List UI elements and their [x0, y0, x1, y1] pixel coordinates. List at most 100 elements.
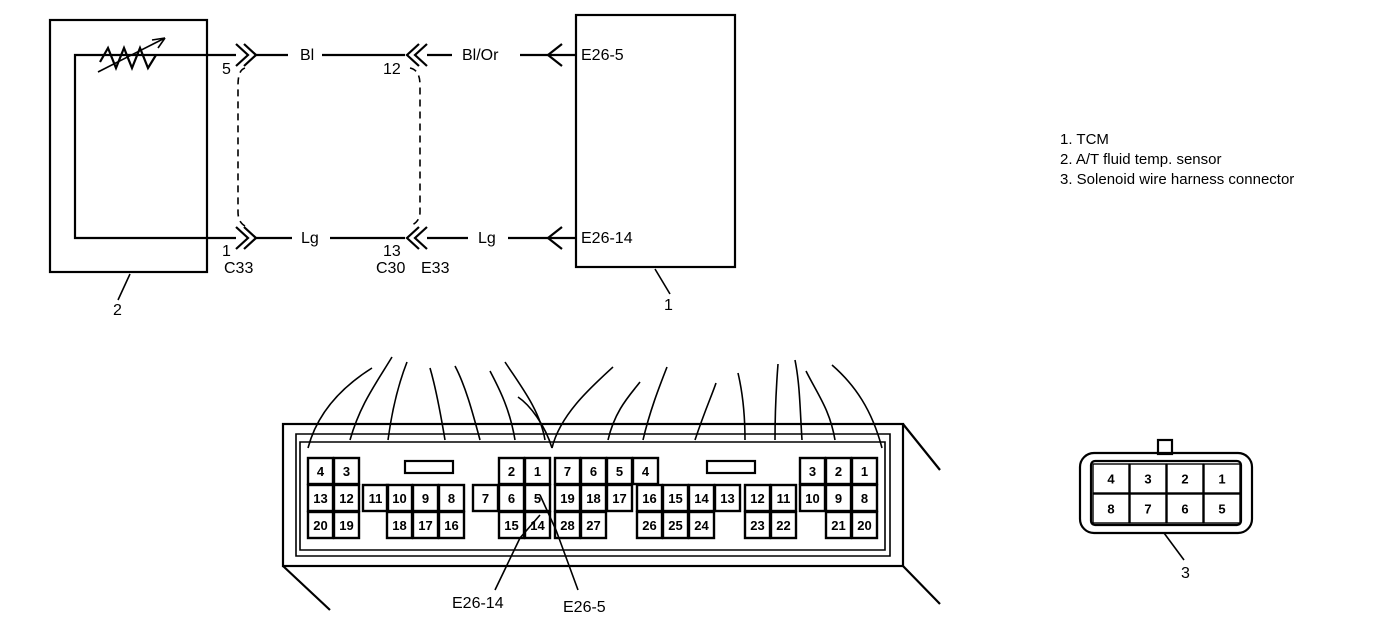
legend-item-3: 3. Solenoid wire harness connector: [1060, 171, 1294, 188]
top-wire-sensor-pin: 5: [222, 61, 231, 78]
connector-cell: [332, 510, 361, 540]
connector-c33-pin1-icon: [235, 226, 258, 250]
connector-pin-number: 20: [313, 518, 327, 533]
connector-latch-right: [705, 459, 757, 475]
connector-pin-number: 27: [586, 518, 600, 533]
connector-pin-number: 6: [1181, 502, 1188, 517]
connector-pin-number: 18: [586, 491, 600, 506]
connector-pin-number: 21: [831, 518, 845, 533]
connector-pin-number: 20: [857, 518, 871, 533]
connector-cell: [1092, 463, 1130, 494]
connector-pin-number: 9: [422, 491, 429, 506]
solenoid-leader-line: [1163, 532, 1185, 561]
connector-pin-number: 25: [668, 518, 682, 533]
connector-cell: [523, 510, 552, 540]
connector-pin-number: 4: [642, 464, 650, 479]
top-wire-mid-pin: 12: [383, 61, 401, 78]
connector-pin-number: 16: [642, 491, 656, 506]
bottom-wire: Lg Lg 1 C33 13 C30 E33 E26-14: [222, 226, 633, 277]
legend-item-2: 2. A/T fluid temp. sensor: [1060, 151, 1221, 168]
connector-pin-number: 9: [835, 491, 842, 506]
tcm-callout: 1: [664, 297, 673, 314]
connector-cell: [1092, 493, 1130, 524]
connector-pin-number: 4: [317, 464, 325, 479]
connector-pin-number: 5: [616, 464, 623, 479]
sensor-callout: 2: [113, 302, 122, 319]
connector-pin-number: 19: [560, 491, 574, 506]
legend-item-1: 1. TCM: [1060, 131, 1109, 148]
connector-pin-number: 3: [1144, 472, 1151, 487]
tcm-module: 1: [574, 13, 737, 314]
connector-pin-number: 2: [1181, 472, 1188, 487]
connector-pin-number: 12: [750, 491, 764, 506]
connector-housing-outer: [281, 422, 905, 568]
bottom-wire-mid-pin: 13: [383, 243, 401, 260]
pointer-e26-5-line: [539, 494, 579, 591]
connector-cell: [605, 483, 634, 513]
connector-pin-number: 22: [776, 518, 790, 533]
sensor-internal-loop: [73, 53, 236, 240]
tcm-terminal-e26-5: E26-5: [581, 47, 624, 64]
connector-pin-number: 17: [418, 518, 432, 533]
connector-c33-pin5-icon: [235, 43, 258, 67]
legend: 1. TCM 2. A/T fluid temp. sensor 3. Sole…: [1060, 131, 1294, 188]
connector-cell: [713, 483, 742, 513]
connector-pin-number: 5: [1218, 502, 1225, 517]
connector-cell: [1129, 493, 1167, 524]
connector-pin-number: 12: [339, 491, 353, 506]
connector-c33-housing: [237, 67, 246, 227]
bottom-wire-sensor-pin: 1: [222, 243, 231, 260]
connector-c30-pin13-icon: [405, 226, 428, 250]
connector-pin-number: 1: [861, 464, 868, 479]
sensor-leader-line: [117, 273, 131, 301]
connector-e33-label: E33: [421, 260, 450, 277]
connector-pin-number: 28: [560, 518, 574, 533]
connector-pin-number: 18: [392, 518, 406, 533]
connector-pin-number: 13: [720, 491, 734, 506]
connector-pin-number: 13: [313, 491, 327, 506]
connector-pin-number: 8: [1107, 502, 1114, 517]
connector-cell: [769, 510, 798, 540]
connector-pin-number: 3: [343, 464, 350, 479]
connector-pin-number: 7: [482, 491, 489, 506]
connector-cell: [1166, 463, 1204, 494]
connector-pin-number: 7: [1144, 502, 1151, 517]
tcm-terminal-e26-14: E26-14: [581, 230, 633, 247]
connector-pin-number: 8: [861, 491, 868, 506]
connector-pin-number: 8: [448, 491, 455, 506]
harness-wires: [307, 356, 883, 449]
connector-pin-number: 26: [642, 518, 656, 533]
connector-cell: [687, 510, 716, 540]
connector-pin-number: 10: [392, 491, 406, 506]
connector-pin-number: 15: [668, 491, 682, 506]
connector-pin-number: 16: [444, 518, 458, 533]
connector-pin-number: 2: [508, 464, 515, 479]
top-wire-color-right: Bl/Or: [462, 47, 499, 64]
connector-pin-number: 3: [809, 464, 816, 479]
connector-cell: [1203, 493, 1241, 524]
tcm-leader-line: [654, 268, 671, 295]
connector-cell: [1129, 463, 1167, 494]
connector-pin-number: 6: [590, 464, 597, 479]
connector-c30-pin12-icon: [405, 43, 428, 67]
connector-pin-number: 11: [369, 491, 383, 506]
connector-pin-number: 14: [694, 491, 709, 506]
solenoid-callout: 3: [1181, 565, 1190, 582]
connector-pin-number: 15: [504, 518, 518, 533]
bottom-wire-color-right: Lg: [478, 230, 496, 247]
thermistor-arrow: [97, 37, 166, 73]
connector-pin-number: 23: [750, 518, 764, 533]
connector-pin-number: 2: [835, 464, 842, 479]
pointer-e26-5-label: E26-5: [563, 599, 606, 616]
connector-cell: [1166, 493, 1204, 524]
pointer-e26-14-line: [494, 514, 541, 591]
connector-c30-housing: [409, 67, 421, 227]
connector-pin-number: 11: [777, 491, 791, 506]
sensor-body: [48, 18, 209, 274]
connector-pin-number: 24: [694, 518, 709, 533]
connector-cell: [579, 510, 608, 540]
connector-pin-number: 6: [508, 491, 515, 506]
